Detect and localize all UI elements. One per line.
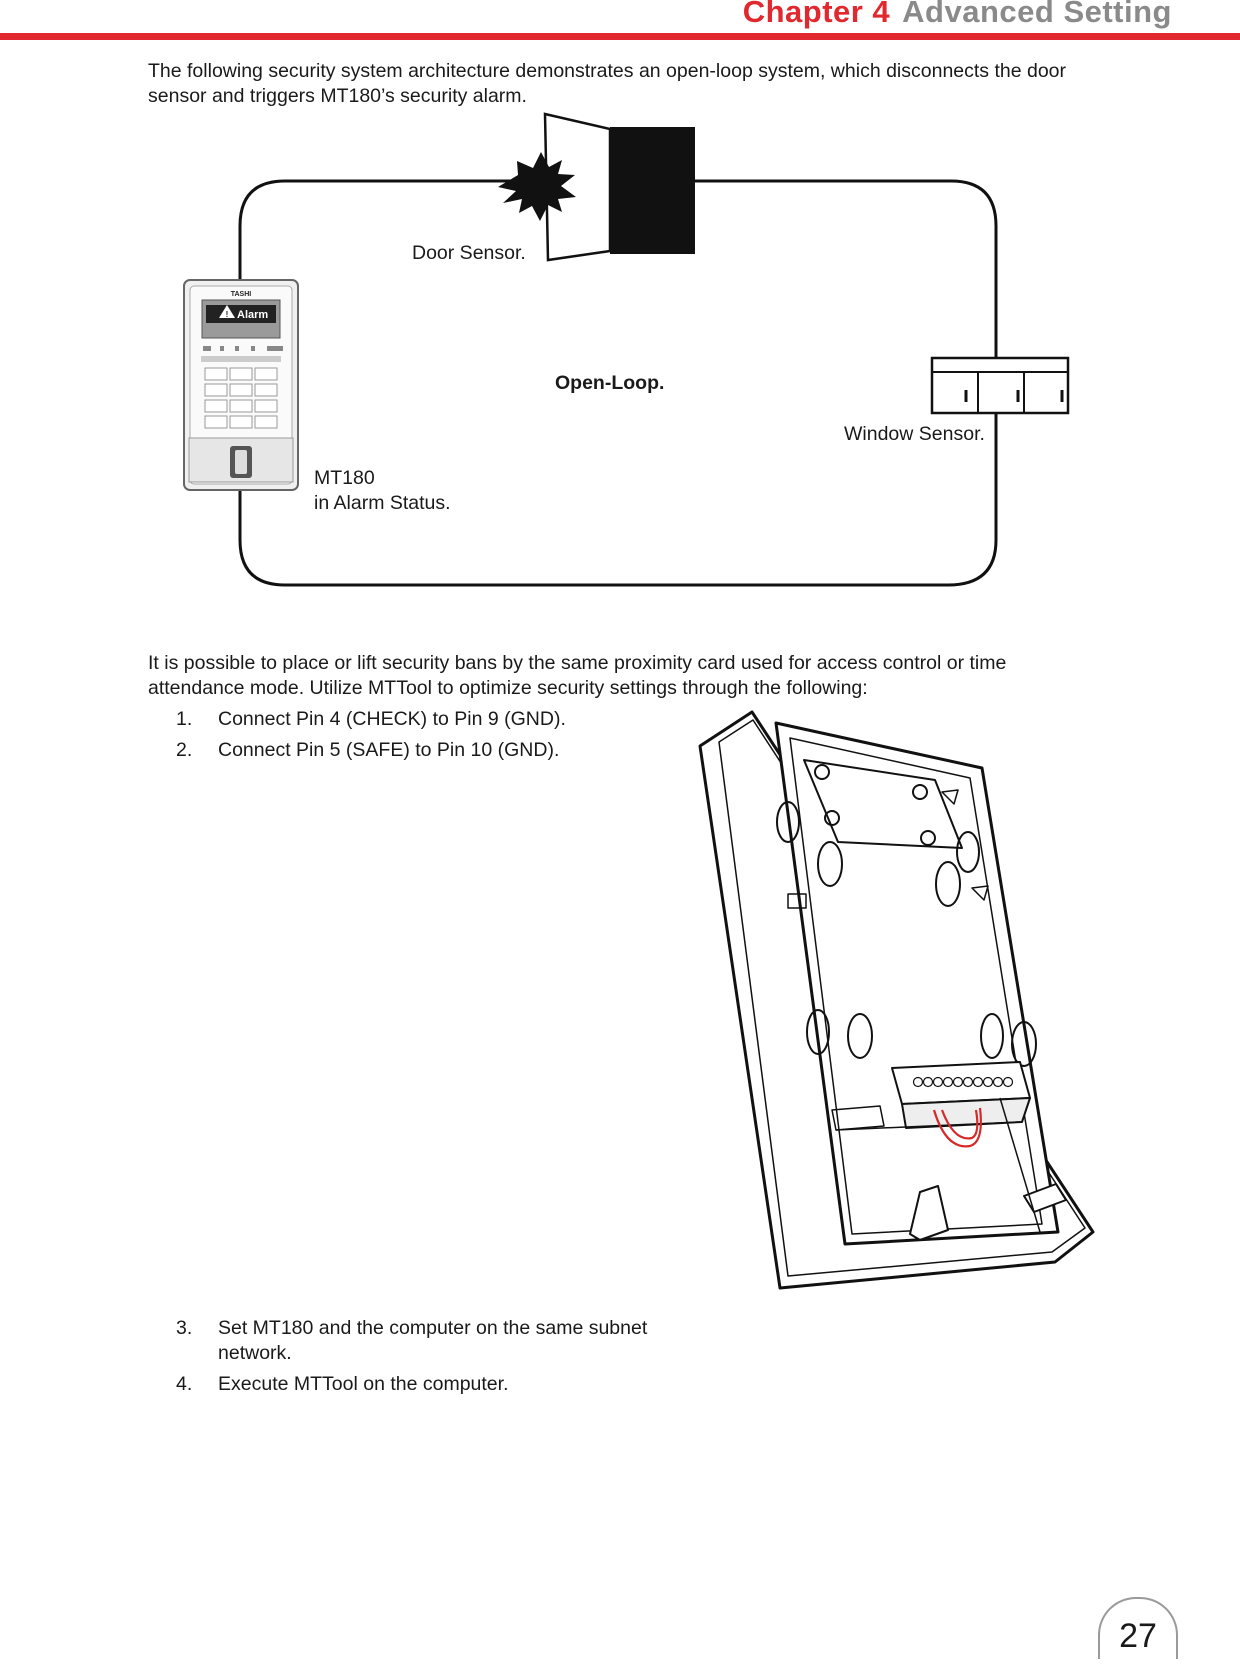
page-number: 27 <box>1098 1597 1178 1659</box>
door-sensor-graphic <box>498 112 695 262</box>
svg-text:!: ! <box>226 310 229 319</box>
list-item: 2. Connect Pin 5 (SAFE) to Pin 10 (GND). <box>148 738 628 763</box>
terminal-pin-row <box>912 1076 1014 1088</box>
loop-wire <box>238 179 998 587</box>
door-sensor-label: Door Sensor. <box>412 242 526 264</box>
device-label-line1: MT180 <box>314 467 375 489</box>
step-number: 2. <box>176 739 193 761</box>
step-text: Connect Pin 4 (CHECK) to Pin 9 (GND). <box>218 708 566 730</box>
header-title: Chapter 4 Advanced Setting <box>743 0 1172 30</box>
spark-icon <box>498 152 576 221</box>
step-text: Execute MTTool on the computer. <box>218 1373 509 1395</box>
chapter-number: Chapter 4 <box>742 0 891 29</box>
window-sensor-label: Window Sensor. <box>844 423 985 445</box>
alarm-warning-icon <box>219 305 235 318</box>
steps-list-b: 3. Set MT180 and the computer on the same… <box>148 1316 708 1403</box>
step-number: 4. <box>176 1373 193 1395</box>
mt180-device: TASHI ! Alarm <box>183 279 299 491</box>
open-loop-label: Open-Loop. <box>555 372 664 394</box>
list-item: 1. Connect Pin 4 (CHECK) to Pin 9 (GND). <box>148 707 628 732</box>
jumper-wires <box>932 1107 982 1148</box>
header-rule <box>0 33 1240 40</box>
device-alarm-text: Alarm <box>237 309 268 321</box>
step-number: 3. <box>176 1317 193 1339</box>
list-item: 4. Execute MTTool on the computer. <box>148 1372 708 1397</box>
steps-list-a: 1.Connect Pin 4 (CHECK) to Pin 9 (GND). … <box>148 707 628 769</box>
device-brand-text: TASHI <box>231 291 252 298</box>
intro-paragraph: The following security system architectu… <box>148 60 1067 107</box>
window-sensor-graphic <box>930 356 1070 415</box>
list-item: 3. Set MT180 and the computer on the same… <box>148 1316 708 1366</box>
step-text: Set MT180 and the computer on the same s… <box>218 1317 648 1364</box>
page-header: Chapter 4 Advanced Setting <box>0 0 1240 46</box>
device-label-line2: in Alarm Status. <box>314 492 451 514</box>
step-number: 1. <box>176 708 193 730</box>
body-paragraph: It is possible to place or lift security… <box>148 652 1007 699</box>
step-text: Connect Pin 5 (SAFE) to Pin 10 (GND). <box>218 739 560 761</box>
chapter-name: Advanced Setting <box>902 0 1172 29</box>
wall-mount-plate-illustration <box>698 710 1095 1290</box>
